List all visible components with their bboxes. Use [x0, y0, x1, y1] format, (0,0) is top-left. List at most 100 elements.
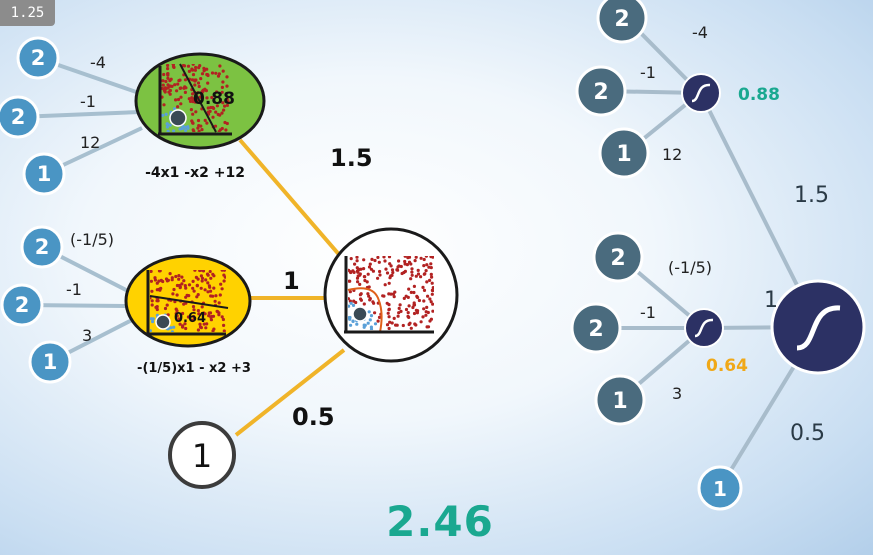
- scatter-dot: [161, 79, 165, 83]
- scatter-dot: [196, 309, 200, 313]
- scatter-dot: [157, 279, 161, 283]
- scatter-dot: [397, 259, 401, 263]
- scatter-dot: [202, 66, 206, 70]
- scatter-dot: [169, 77, 173, 81]
- scatter-dot: [425, 263, 429, 267]
- perceptron-output: [323, 227, 459, 363]
- scatter-dot: [196, 328, 200, 332]
- scatter-dot: [170, 330, 174, 332]
- scatter-dot: [431, 289, 434, 293]
- scatter-dot: [185, 293, 189, 297]
- scatter-dot: [182, 279, 186, 283]
- scatter-dot: [417, 298, 421, 303]
- scatter-dot: [225, 103, 229, 107]
- scatter-dot: [220, 85, 224, 89]
- scatter-dot: [351, 319, 355, 323]
- scatter-dot: [203, 288, 207, 292]
- scatter-dot: [401, 323, 405, 328]
- scatter-dot: [199, 326, 203, 330]
- scatter-dot: [196, 81, 201, 85]
- scatter-dot: [155, 299, 159, 303]
- scatter-dot: [218, 64, 222, 68]
- scatter-dot: [187, 97, 191, 101]
- scatter-dot: [392, 316, 396, 320]
- scatter-dot: [409, 290, 413, 294]
- right-top-input-3: 1: [598, 127, 650, 179]
- scatter-dot: [172, 129, 176, 132]
- scatter-dot: [181, 325, 185, 329]
- weight-label: 1: [764, 288, 778, 313]
- scatter-dot: [203, 312, 207, 316]
- scatter-dot: [200, 276, 205, 280]
- scatter-dot: [215, 104, 219, 108]
- scatter-dot: [186, 125, 190, 129]
- scatter-dot: [190, 68, 194, 72]
- scatter-dot: [409, 326, 413, 330]
- scatter-dot: [203, 118, 207, 122]
- weight-label: (-1/5): [70, 230, 114, 249]
- scatter-dot: [175, 309, 179, 313]
- scatter-dot: [225, 84, 229, 88]
- scatter-dot: [191, 97, 195, 101]
- scatter-dot: [208, 270, 212, 274]
- scatter-dot: [170, 84, 174, 88]
- final-output-value: 2.46: [386, 497, 494, 546]
- scatter-dot: [402, 296, 406, 300]
- weight-label: 0.5: [790, 421, 825, 446]
- scatter-dot: [191, 305, 196, 309]
- scatter-dot: [388, 262, 392, 266]
- node-label: 1: [43, 350, 58, 374]
- scatter-dot: [168, 272, 172, 276]
- scatter-dot: [166, 72, 170, 76]
- weight-label: -4: [692, 23, 708, 42]
- scatter-dot: [389, 292, 393, 296]
- scatter-dot: [383, 259, 387, 263]
- scatter-dot: [180, 282, 184, 286]
- scatter-dot: [162, 88, 166, 93]
- scatter-points: [348, 256, 434, 330]
- scatter-dot: [367, 265, 372, 269]
- scatter-dot: [398, 303, 402, 307]
- scatter-dot: [369, 314, 374, 318]
- scatter-dot: [205, 322, 209, 326]
- scatter-dot: [348, 316, 350, 320]
- scatter-dot: [165, 122, 169, 126]
- scatter-dot: [168, 84, 172, 88]
- scatter-dot: [406, 314, 410, 318]
- node-label: 1: [612, 389, 627, 414]
- scatter-dot: [206, 106, 210, 110]
- sigmoid-icon: [694, 318, 714, 338]
- scatter-dot: [184, 326, 188, 331]
- scatter-dot: [407, 304, 411, 308]
- scatter-dot: [177, 79, 181, 83]
- scatter-dot: [410, 270, 414, 274]
- scatter-dot: [348, 279, 352, 283]
- scatter-dot: [386, 311, 390, 315]
- scatter-dot: [174, 98, 178, 102]
- scatter-dot: [406, 311, 410, 315]
- scatter-dot: [205, 96, 209, 100]
- scatter-dot: [396, 314, 400, 318]
- scatter-dot: [430, 292, 434, 296]
- scatter-dot: [412, 303, 416, 307]
- node-label: 2: [35, 235, 50, 259]
- scatter-dot: [206, 110, 210, 114]
- node-label: 1: [616, 142, 631, 167]
- scatter-dot: [211, 115, 215, 119]
- scatter-dot: [190, 318, 195, 323]
- scatter-dot: [431, 302, 434, 306]
- scatter-dot: [430, 275, 434, 279]
- scatter-dot: [404, 307, 409, 312]
- scatter-dot: [355, 256, 359, 259]
- scatter-dot: [163, 306, 168, 311]
- scatter-dot: [348, 290, 352, 294]
- sigmoid-top-node: [681, 73, 721, 113]
- scatter-dot: [194, 98, 198, 102]
- scatter-dot: [191, 64, 195, 66]
- scatter-dot: [163, 86, 168, 90]
- scatter-dot: [358, 282, 362, 286]
- scatter-dot: [203, 87, 207, 91]
- left-top-input-1: 2: [16, 36, 60, 80]
- scatter-dot: [362, 323, 366, 327]
- scatter-dot: [217, 313, 221, 317]
